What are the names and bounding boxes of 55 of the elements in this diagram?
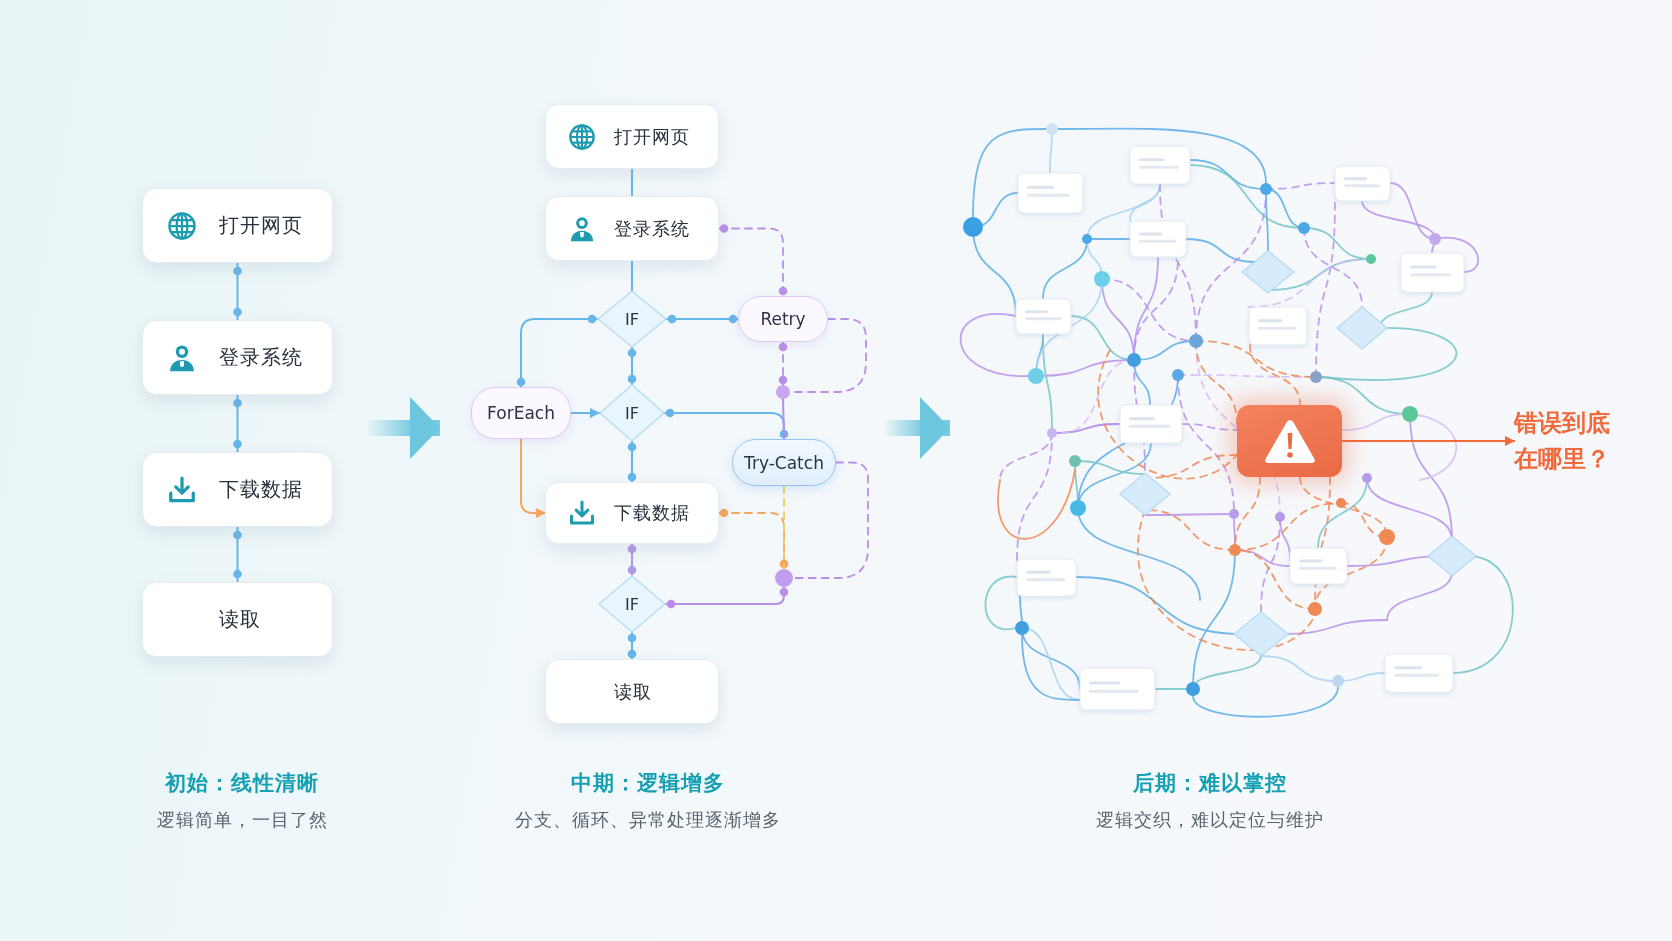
connector	[627, 632, 637, 660]
dashed-connector	[783, 485, 785, 570]
process-box	[142, 452, 333, 527]
question-text: 错误到底在哪里？	[1514, 405, 1622, 477]
process-box	[545, 104, 719, 169]
connector	[782, 398, 785, 440]
stage-description: 逻辑交织，难以定位与维护	[1096, 808, 1324, 832]
warning-box	[1237, 405, 1342, 477]
decision-label: IF	[625, 309, 639, 329]
dashed-connector	[718, 508, 789, 570]
connector	[627, 347, 637, 385]
process-box	[142, 320, 333, 395]
connector	[666, 314, 739, 324]
dashed-connector	[792, 461, 869, 579]
step-pill: ForEach	[471, 387, 571, 439]
stage-heading: 初始：线性清晰	[165, 770, 319, 797]
step-label: 读取	[219, 606, 261, 633]
connector	[665, 586, 789, 609]
junction-dot	[776, 385, 790, 399]
connector	[627, 543, 637, 576]
dashed-connector	[718, 224, 788, 297]
process-box	[142, 582, 333, 657]
process-box	[142, 188, 333, 263]
process-box	[545, 196, 719, 261]
step-label: 打开网页	[614, 124, 690, 149]
step-pill: Retry	[738, 296, 828, 342]
connector	[627, 441, 637, 483]
step-label: 打开网页	[219, 212, 303, 239]
arrow	[1341, 436, 1515, 446]
step-pill: Try-Catch	[732, 439, 836, 486]
step-label: 登录系统	[219, 344, 303, 371]
connector	[233, 526, 242, 583]
step-label: 读取	[614, 679, 652, 704]
decision-label: IF	[625, 403, 639, 423]
step-label: 下载数据	[219, 476, 303, 503]
stage-description: 逻辑简单，一目了然	[156, 808, 328, 832]
process-box	[545, 659, 719, 724]
connector	[631, 260, 633, 291]
arrow	[520, 438, 546, 518]
step-label: 登录系统	[614, 216, 690, 241]
stage-heading: 中期：逻辑增多	[571, 770, 725, 797]
dashed-connector	[778, 341, 788, 386]
block-arrow	[368, 397, 440, 459]
stage-heading: 后期：难以掌控	[1133, 770, 1287, 797]
connector	[664, 408, 789, 440]
process-box	[545, 482, 719, 544]
connector	[516, 314, 598, 388]
connector	[233, 262, 242, 321]
decision-label: IF	[625, 594, 639, 614]
stage-description: 分支、循环、异常处理逐渐增多	[515, 808, 781, 832]
connector	[631, 168, 633, 197]
junction-dot	[775, 569, 793, 587]
arrow	[570, 408, 600, 418]
step-label: 下载数据	[614, 501, 690, 525]
connector	[233, 394, 242, 453]
